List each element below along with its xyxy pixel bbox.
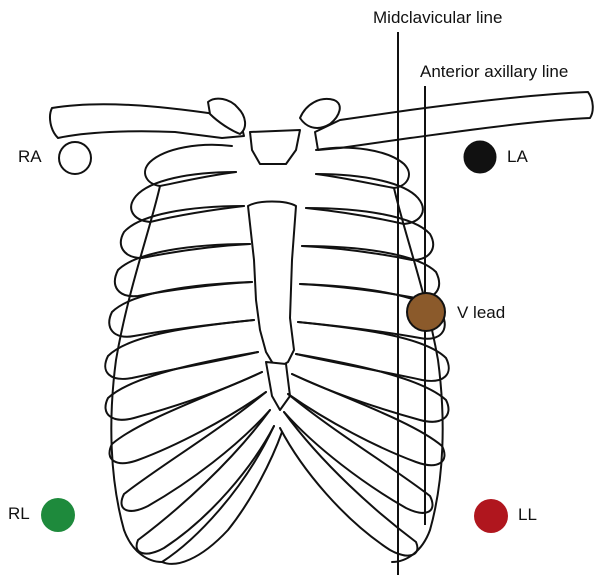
xiphoid — [266, 362, 290, 410]
anterior-axillary-line-label: Anterior axillary line — [420, 62, 568, 82]
ra-label: RA — [18, 147, 42, 167]
left-rib-1 — [316, 148, 409, 188]
rl-label: RL — [8, 504, 30, 524]
la-label: LA — [507, 147, 528, 167]
electrode-ra — [59, 142, 91, 174]
electrode-ll — [474, 499, 508, 533]
sternum — [248, 202, 296, 369]
electrode-la — [464, 141, 496, 173]
left-rib-10 — [280, 412, 417, 556]
ll-label: LL — [518, 505, 537, 525]
electrode-rl — [41, 498, 75, 532]
right-rib-11 — [162, 426, 282, 564]
right-rib-1 — [145, 145, 236, 186]
right-rib-6 — [105, 320, 258, 379]
electrode-v-lead — [407, 293, 445, 331]
left-clavicle — [315, 92, 593, 150]
manubrium — [250, 130, 300, 164]
midclavicular-line-label: Midclavicular line — [373, 8, 502, 28]
right-rib-10 — [137, 410, 274, 554]
v-lead-label: V lead — [457, 303, 505, 323]
